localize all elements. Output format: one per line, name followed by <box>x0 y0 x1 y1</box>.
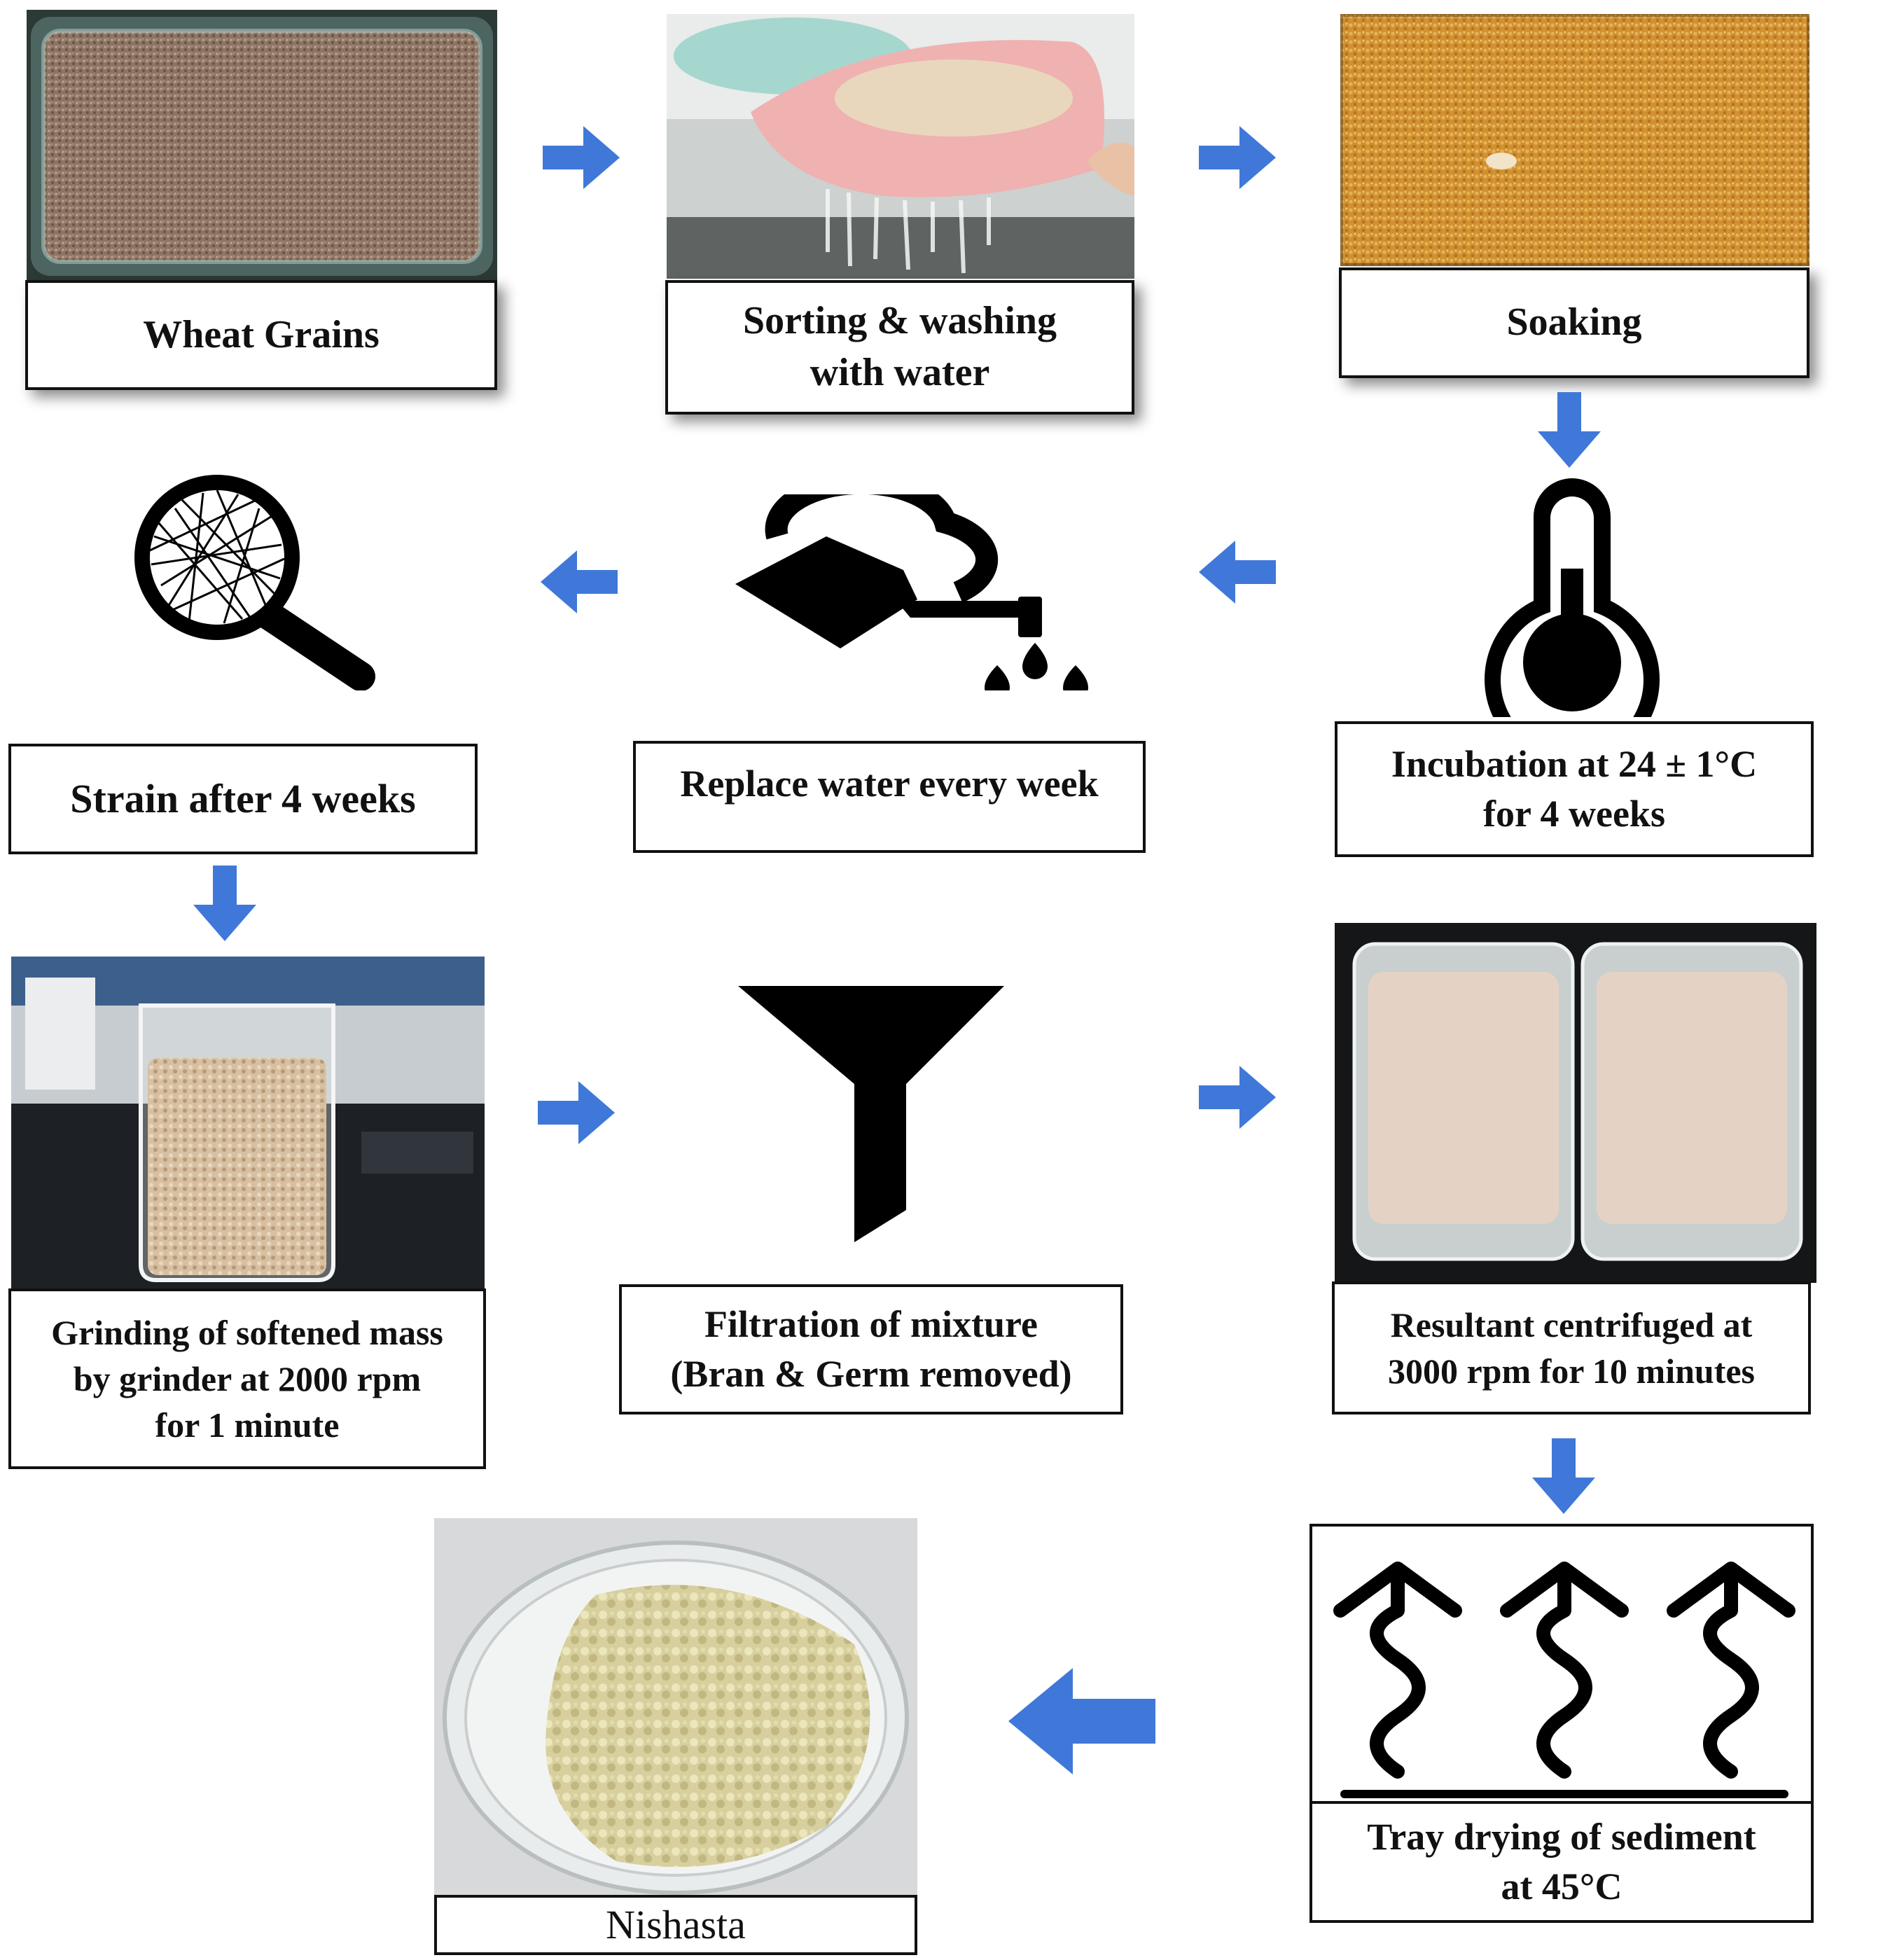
flow-arrow-left <box>1199 541 1276 604</box>
step-label-strain: Strain after 4 weeks <box>8 744 478 854</box>
step-label-centrifuge: Resultant centrifuged at 3000 rpm for 10… <box>1332 1281 1811 1415</box>
step-text: Wheat Grains <box>143 312 380 356</box>
step-label-nishasta: Nishasta <box>434 1895 917 1955</box>
step-label-filtration: Filtration of mixture (Bran & Germ remov… <box>619 1284 1123 1415</box>
step-text: Soaking <box>1506 300 1642 345</box>
trays-photo <box>1335 923 1816 1283</box>
washing-photo <box>667 14 1134 279</box>
flow-arrow-down <box>1538 392 1601 468</box>
flow-arrow-right <box>543 126 620 189</box>
flow-arrow-down <box>193 866 256 941</box>
soaking-photo <box>1340 14 1809 266</box>
step-text: Incubation at 24 ± 1°C for 4 weeks <box>1391 742 1758 835</box>
step-text: Filtration of mixture (Bran & Germ remov… <box>670 1302 1072 1395</box>
step-text: Grinding of softened mass by grinder at … <box>51 1313 443 1445</box>
beaker-photo <box>11 957 485 1290</box>
flow-arrow-left <box>1008 1668 1155 1774</box>
step-label-grinding: Grinding of softened mass by grinder at … <box>8 1288 486 1469</box>
funnel-icon <box>738 986 1004 1245</box>
step-label-sorting-washing: Sorting & washing with water <box>665 280 1134 415</box>
step-label-replace-water: Replace water every week <box>633 741 1146 853</box>
flow-arrow-right <box>538 1081 615 1144</box>
flow-arrow-right <box>1199 1066 1276 1129</box>
flow-arrow-down <box>1532 1438 1595 1514</box>
watering-can-icon <box>735 494 1099 690</box>
wheat-grains-photo <box>27 10 497 282</box>
flow-arrow-right <box>1199 126 1276 189</box>
step-text: Nishasta <box>606 1901 746 1947</box>
flow-arrow-left <box>541 550 618 613</box>
heat-waves-icon <box>1309 1524 1814 1804</box>
nishasta-photo <box>434 1518 917 1896</box>
step-text: Tray drying of sediment at 45°C <box>1367 1815 1756 1907</box>
thermometer-icon <box>1478 475 1667 717</box>
strainer-icon <box>119 466 385 690</box>
step-label-wheat-grains: Wheat Grains <box>25 280 497 390</box>
step-text: Strain after 4 weeks <box>70 775 416 821</box>
step-text: Resultant centrifuged at 3000 rpm for 10… <box>1387 1305 1756 1391</box>
step-label-soaking: Soaking <box>1339 267 1809 378</box>
step-label-incubation: Incubation at 24 ± 1°C for 4 weeks <box>1335 721 1814 857</box>
step-label-tray-drying: Tray drying of sediment at 45°C <box>1309 1801 1814 1923</box>
step-text: Replace water every week <box>680 763 1099 805</box>
step-text: Sorting & washing with water <box>742 299 1057 394</box>
